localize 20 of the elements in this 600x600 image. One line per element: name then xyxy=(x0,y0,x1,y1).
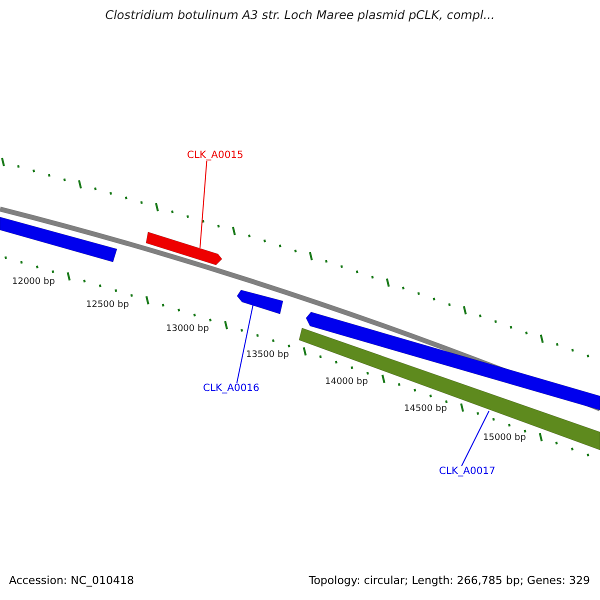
leader-line xyxy=(200,160,208,248)
gene-bar xyxy=(236,290,284,314)
leader-line xyxy=(461,410,490,466)
scale-label: 14500 bp xyxy=(404,404,447,415)
summary-text: Topology: circular; Length: 266,785 bp; Genes: 329 xyxy=(308,575,590,586)
gene-bar xyxy=(0,216,118,262)
leader-line xyxy=(236,304,254,384)
accession-text: Accession: NC_010418 xyxy=(9,575,134,586)
gene-label: CLK_A0016 xyxy=(203,383,260,394)
gene-bar xyxy=(146,232,222,266)
feature-bar xyxy=(298,328,600,450)
gene-label: CLK_A0017 xyxy=(439,466,496,477)
scale-label: 14000 bp xyxy=(325,377,368,388)
scale-label: 13500 bp xyxy=(246,350,289,361)
scale-label: 13000 bp xyxy=(166,324,209,335)
scale-label: 12500 bp xyxy=(86,300,129,311)
title: Clostridium botulinum A3 str. Loch Maree plasmid pCLK, compl... xyxy=(104,10,496,21)
gene-label: CLK_A0015 xyxy=(187,150,244,161)
scale-label: 15000 bp xyxy=(483,433,526,444)
scale-label: 12000 bp xyxy=(12,277,55,288)
